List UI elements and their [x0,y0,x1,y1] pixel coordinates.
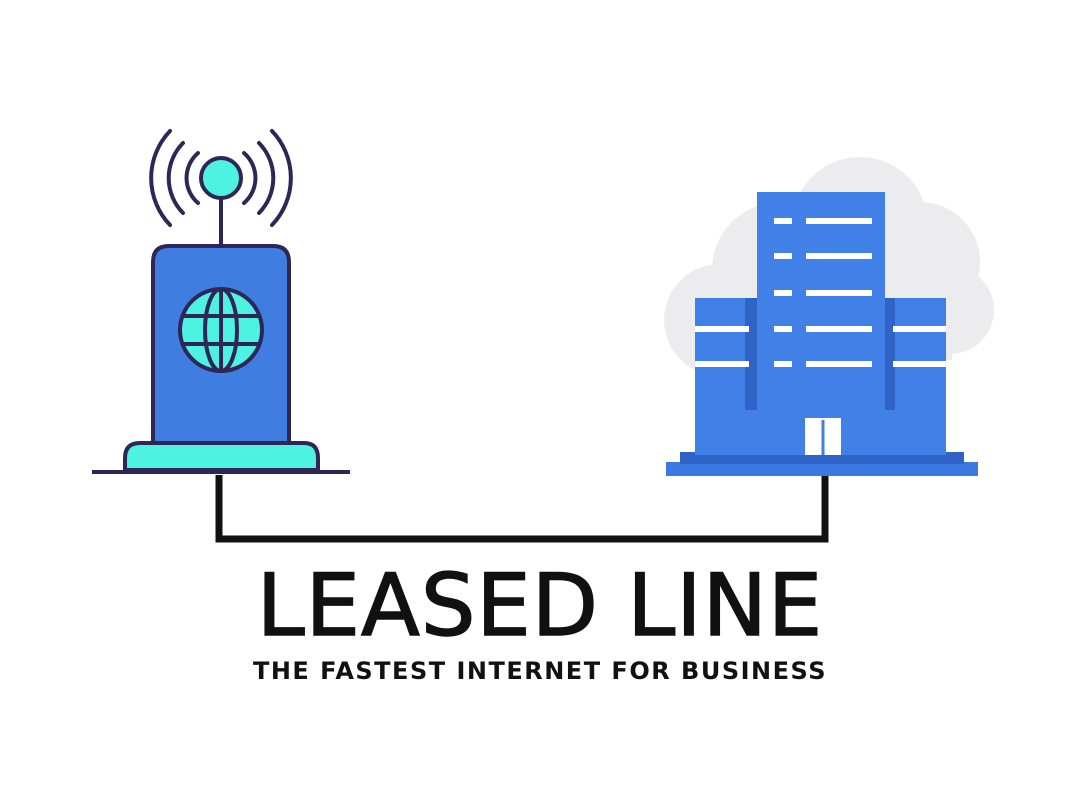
page-subtitle: THE FASTEST INTERNET FOR BUSINESS [252,657,828,685]
office-building-icon [666,192,978,476]
router-base [123,441,320,472]
antenna-tip [199,156,243,200]
building-tower [757,192,885,455]
building-base [666,462,978,476]
page-title: LEASED LINE [256,555,824,657]
wifi-signal-icon [149,129,293,227]
globe-icon [178,287,264,373]
connection-cable [215,475,829,543]
building-windows [695,218,946,367]
